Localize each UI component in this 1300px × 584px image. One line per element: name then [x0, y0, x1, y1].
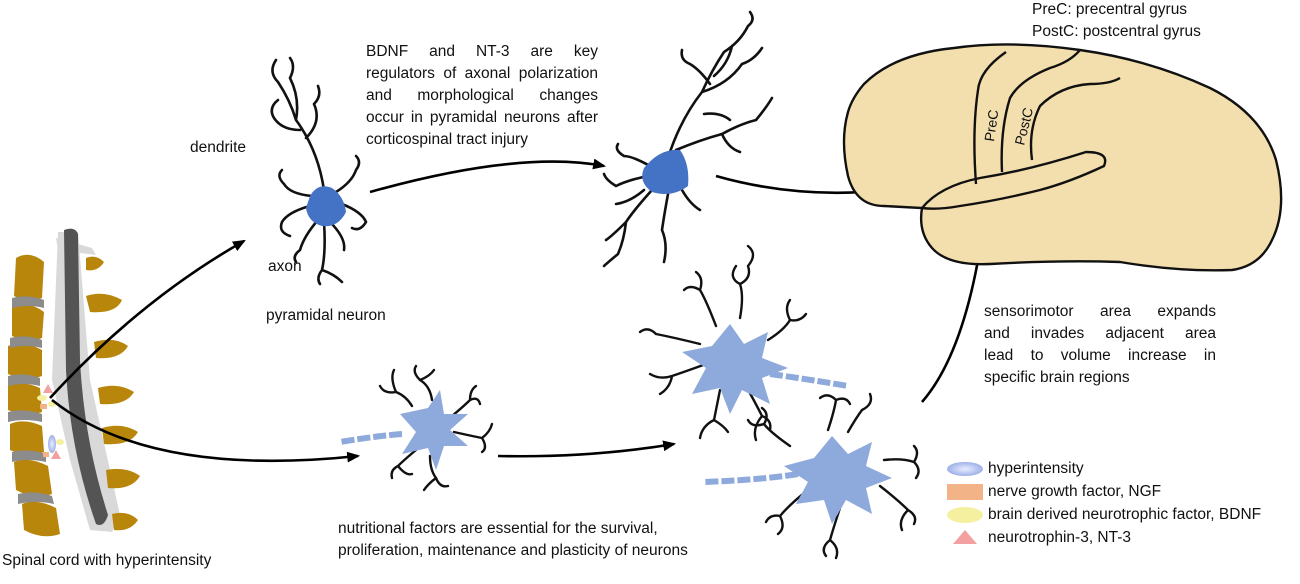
hyperintensity-marker	[48, 435, 56, 453]
bdnf-line-3: and morphological changes	[366, 87, 598, 104]
abbrev-postc: PostC: postcentral gyrus	[1032, 23, 1201, 40]
dendrite-label: dendrite	[190, 139, 247, 156]
legend-label-bdnf: brain derived neurotrophic factor, BDNF	[988, 506, 1262, 523]
vertebral-bodies	[8, 254, 60, 537]
spine-illustration	[8, 228, 140, 537]
arrow-neuron-to-neuron	[369, 158, 607, 194]
pyramidal-neuron-large	[602, 10, 774, 268]
soma	[642, 149, 689, 194]
legend-label-hyperintensity: hyperintensity	[988, 460, 1084, 477]
ngf-marker	[40, 404, 47, 409]
legend-bdnf-symbol	[947, 507, 983, 523]
spine-caption: Spinal cord with hyperintensity	[2, 552, 212, 569]
star-body	[682, 324, 788, 414]
legend-item-nt3: neurotrophin-3, NT-3	[946, 527, 1300, 550]
prec-label: PreC	[981, 109, 1001, 143]
abbreviations: PreC: precentral gyrus PostC: postcentra…	[1032, 0, 1201, 43]
legend-label-nt3: neurotrophin-3, NT-3	[988, 529, 1132, 546]
intervertebral-discs	[8, 296, 54, 504]
central-sulcus	[973, 51, 1007, 185]
abbrev-prec: PreC: precentral gyrus	[1032, 1, 1188, 18]
nt3-marker-2	[51, 450, 61, 459]
legend: hyperintensity nerve growth factor, NGF …	[946, 458, 1300, 550]
precentral-sulcus-post	[1000, 49, 1081, 173]
arrow-spine-to-neuron	[49, 239, 246, 399]
legend-symbols	[947, 462, 983, 544]
sensorimotor-line-1: sensorimotor area expands	[984, 303, 1216, 320]
cerebrum	[842, 43, 1283, 272]
spinal-cord	[64, 228, 108, 525]
axon-label: axon	[268, 258, 302, 275]
bdnf-line-2: regulators of axonal polarization	[366, 65, 598, 82]
bdnf-line-1: BDNF and NT-3 are key	[366, 43, 598, 60]
bdnf-marker	[37, 395, 47, 401]
sensorimotor-line-4: specific brain regions	[984, 369, 1130, 386]
bdnf-line-4: occur in pyramidal neurons after	[366, 109, 598, 126]
legend-ngf-symbol	[947, 484, 983, 500]
star-body	[784, 436, 892, 524]
legend-item-hyperintensity: hyperintensity	[946, 458, 1300, 481]
star-neuron-small	[339, 364, 494, 492]
bdnf-paragraph: BDNF and NT-3 are key regulators of axon…	[366, 41, 598, 151]
legend-item-bdnf: brain derived neurotrophic factor, BDNF	[946, 504, 1300, 527]
nutrition-line-2: proliferation, maintenance and plasticit…	[338, 542, 688, 559]
ngf-marker-2	[43, 452, 49, 457]
arrow-spine-to-glia	[51, 398, 361, 463]
pyramidal-neuron-caption: pyramidal neuron	[266, 307, 386, 324]
legend-hyperintensity-symbol	[947, 462, 983, 476]
bdnf-marker-3	[56, 439, 64, 445]
arrow-glia-to-glia	[497, 440, 677, 458]
temporal-lobe	[921, 150, 1107, 210]
postcentral-sulcus	[1029, 76, 1121, 161]
star-neuron-large-bottom	[703, 392, 920, 560]
brain-illustration	[842, 43, 1283, 272]
arrows	[49, 158, 999, 463]
nutrition-paragraph: nutritional factors are essential for th…	[338, 518, 738, 562]
spinous-processes	[86, 256, 140, 531]
sensorimotor-line-3: lead to volume increase in	[984, 347, 1216, 364]
legend-label-ngf: nerve growth factor, NGF	[988, 483, 1162, 500]
bdnf-line-5: corticospinal tract injury	[366, 131, 528, 148]
star-body	[400, 390, 468, 470]
nt3-marker	[43, 384, 53, 393]
legend-item-ngf: nerve growth factor, NGF	[946, 481, 1300, 504]
nutrition-line-1: nutritional factors are essential for th…	[338, 520, 658, 537]
sensorimotor-paragraph: sensorimotor area expands and invades ad…	[984, 301, 1216, 389]
sensorimotor-line-2: and invades adjacent area	[984, 325, 1216, 342]
legend-nt3-symbol	[953, 530, 977, 544]
soma	[306, 186, 346, 227]
star-neuron-large-top	[638, 244, 849, 442]
pyramidal-neuron-small	[270, 56, 368, 286]
